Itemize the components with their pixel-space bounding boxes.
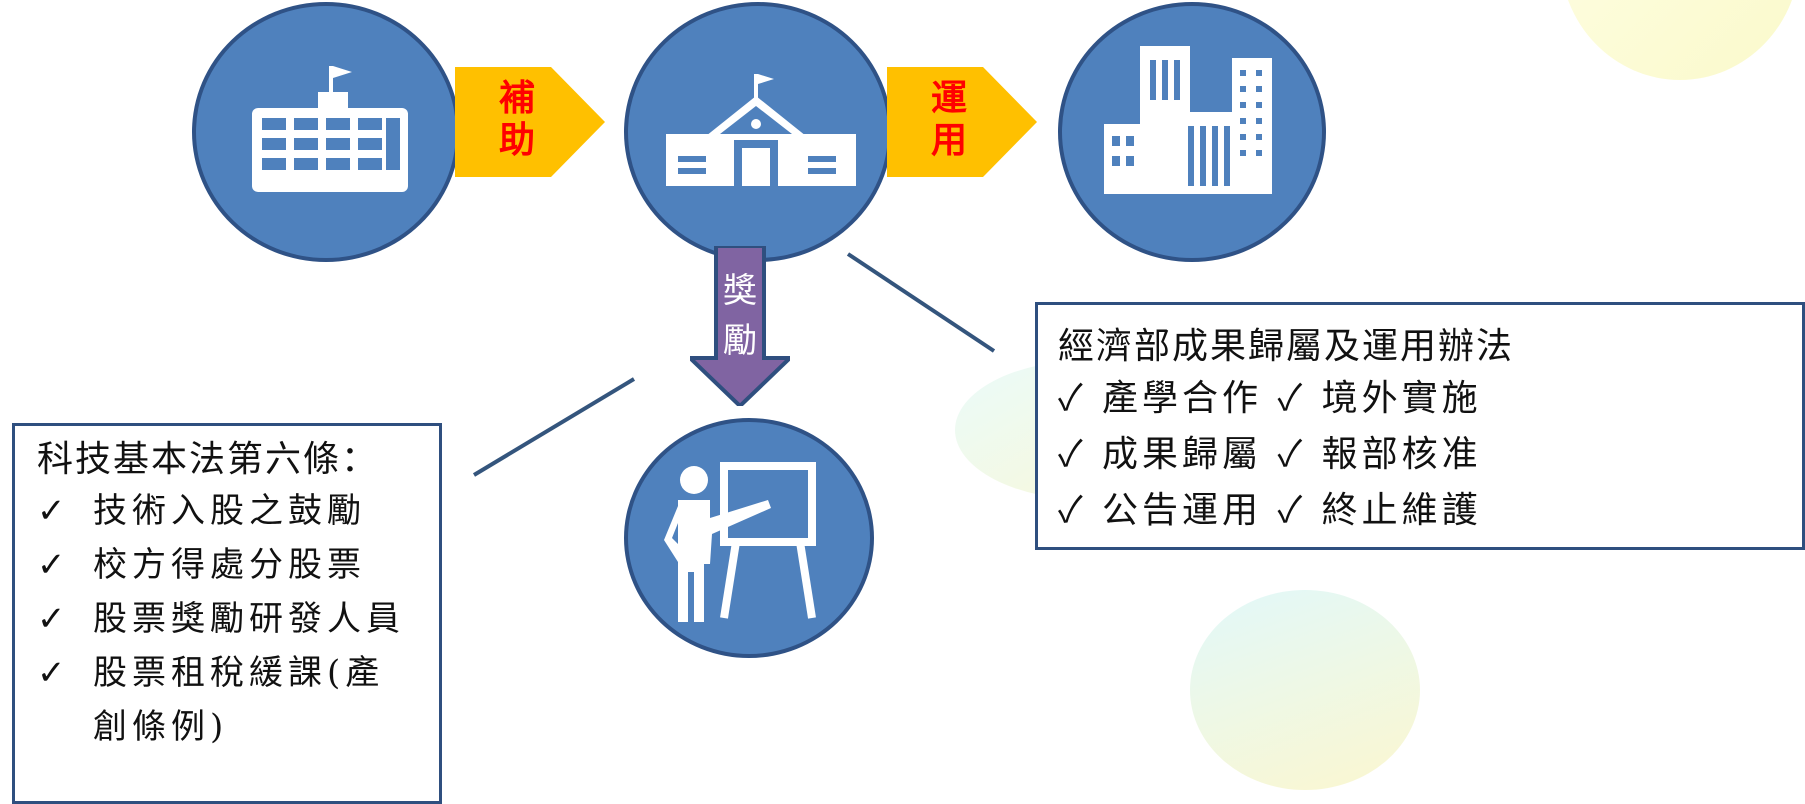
decorative-blob-bottom-right	[1190, 590, 1420, 790]
checkmark-icon: ✓	[1277, 434, 1307, 475]
right-box-item: 報部核准	[1321, 434, 1482, 475]
use-label-char-2: 用	[930, 120, 967, 161]
left-box-title: 科技基本法第六條：	[37, 439, 380, 480]
node-office-building	[192, 2, 460, 262]
node-city	[1058, 2, 1326, 262]
use-arrow-label: 運 用	[924, 78, 974, 162]
use-arrow	[887, 67, 1037, 177]
node-teacher	[624, 418, 874, 658]
subsidy-label-char-1: 補	[498, 78, 535, 119]
left-box-item-text: 股票獎勵研發人員	[93, 599, 405, 639]
connector-line-right	[846, 252, 996, 353]
right-box-item: 境外實施	[1321, 378, 1482, 419]
right-box-row: ✓ 公告運用 ✓ 終止維護	[1058, 483, 1802, 539]
office-building-icon	[252, 66, 408, 192]
use-label-char-1: 運	[930, 78, 967, 119]
right-box-title: 經濟部成果歸屬及運用辦法	[1058, 326, 1515, 367]
left-box-item: ✓ 股票獎勵研發人員	[37, 592, 421, 646]
subsidy-arrow	[455, 67, 605, 177]
left-box-item-text: 股票租稅緩課(產創條例)	[93, 653, 385, 747]
right-box-row: ✓ 產學合作 ✓ 境外實施	[1058, 371, 1802, 427]
reward-arrow	[690, 246, 790, 406]
left-box-item: ✓ 校方得處分股票	[37, 538, 421, 592]
checkmark-icon: ✓	[1058, 490, 1087, 531]
left-box-item-text: 技術入股之鼓勵	[93, 491, 366, 531]
subsidy-label-char-2: 助	[498, 120, 535, 161]
reward-arrow-label: 獎 勵	[715, 266, 765, 366]
reward-label-char-1: 獎	[723, 271, 757, 311]
checkmark-icon: ✓	[37, 653, 71, 693]
checkmark-icon: ✓	[1058, 378, 1087, 419]
school-building-icon	[666, 74, 856, 186]
teacher-presenting-icon	[664, 462, 816, 622]
connector-line-left	[472, 377, 636, 477]
right-box-item: 終止維護	[1321, 490, 1482, 531]
right-text-box: 經濟部成果歸屬及運用辦法 ✓ 產學合作 ✓ 境外實施 ✓ 成果歸屬 ✓ 報部核准…	[1035, 302, 1805, 550]
checkmark-icon: ✓	[1277, 490, 1307, 531]
reward-label-char-2: 勵	[723, 321, 757, 361]
checkmark-icon: ✓	[1277, 378, 1307, 419]
city-buildings-icon	[1104, 46, 1272, 194]
right-box-item: 產學合作	[1102, 378, 1263, 419]
left-box-item: ✓ 股票租稅緩課(產創條例)	[37, 646, 421, 754]
right-box-item: 公告運用	[1102, 490, 1263, 531]
right-box-item: 成果歸屬	[1102, 434, 1263, 475]
right-box-row: ✓ 成果歸屬 ✓ 報部核准	[1058, 427, 1802, 483]
checkmark-icon: ✓	[37, 599, 71, 639]
checkmark-icon: ✓	[1058, 434, 1087, 475]
checkmark-icon: ✓	[37, 491, 71, 531]
left-box-item: ✓ 技術入股之鼓勵	[37, 484, 421, 538]
left-text-box: 科技基本法第六條： ✓ 技術入股之鼓勵 ✓ 校方得處分股票 ✓ 股票獎勵研發人員…	[12, 423, 442, 804]
left-box-item-text: 校方得處分股票	[93, 545, 366, 585]
node-school	[624, 2, 892, 262]
checkmark-icon: ✓	[37, 545, 71, 585]
subsidy-arrow-label: 補 助	[492, 78, 542, 162]
